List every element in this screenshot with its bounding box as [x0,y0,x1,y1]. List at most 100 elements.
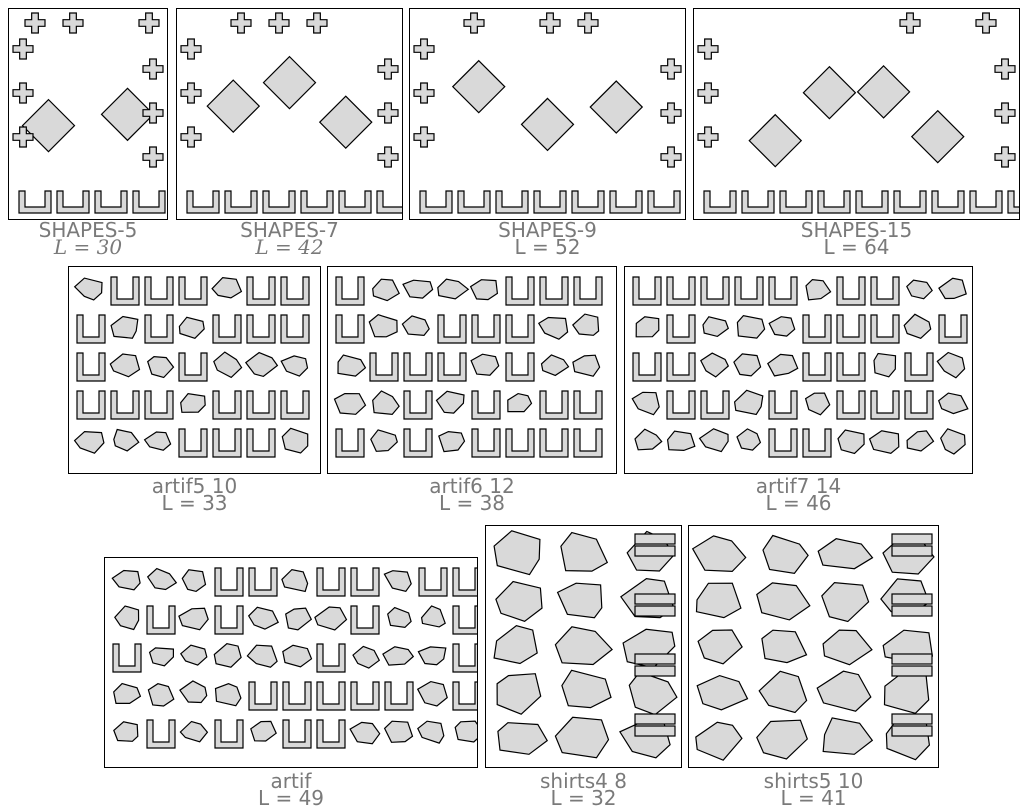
u-piece [837,315,865,343]
caption-length: L = 64 [693,239,1020,256]
polygon-piece [148,684,173,706]
u-piece [506,353,534,381]
diamond-piece [749,115,801,167]
u-piece [420,191,452,213]
packing-panel-artif [104,557,478,768]
u-piece [894,191,926,213]
u-piece [458,191,490,213]
u-piece [667,277,695,305]
u-piece [370,353,398,381]
polygon-piece [701,353,729,377]
strip-piece [892,654,932,664]
polygon-piece [114,430,139,451]
u-piece [701,391,729,419]
cross-piece [661,147,681,167]
cross-piece [378,147,398,167]
strip-piece [635,534,675,544]
u-piece [1008,191,1019,213]
cross-piece [414,83,434,103]
cross-piece [900,13,920,33]
cross-piece [63,13,83,33]
polygon-piece [508,394,532,412]
u-piece [247,277,275,305]
packing-layout-shirts5 [689,526,938,767]
shirt-piece [494,626,537,664]
packing-layout-artif6 [328,267,616,473]
polygon-piece [281,356,307,376]
cross-piece [181,83,201,103]
shirt-piece [823,718,872,754]
u-piece [472,429,500,457]
u-piece [419,568,447,596]
u-piece [213,315,241,343]
shirt-piece [555,627,612,665]
u-piece [574,429,602,457]
strip-piece [635,666,675,676]
polygon-piece [418,721,444,743]
u-piece [77,315,105,343]
u-piece [317,568,345,596]
polygon-piece [246,353,278,377]
caption-length: L = 42 [176,239,403,256]
polygon-piece [181,394,206,413]
cross-piece [414,127,434,147]
u-piece [113,644,141,672]
u-piece [133,191,165,213]
u-piece [351,568,379,596]
polygon-piece [212,278,241,298]
u-piece [667,353,695,381]
polygon-piece [734,354,761,376]
u-piece [147,606,175,634]
u-piece [871,277,899,305]
u-piece [317,720,345,748]
u-piece [506,277,534,305]
u-piece [803,429,831,457]
packing-panel-artif7 [624,266,973,474]
cross-piece [995,103,1015,123]
u-piece [77,391,105,419]
polygon-piece [539,318,568,340]
polygon-piece [335,394,366,415]
shirt-piece [496,582,542,622]
polygon-piece [373,279,400,300]
polygon-piece [668,431,695,450]
polygon-piece [402,316,429,336]
u-piece [147,720,175,748]
packing-layout-artif [105,558,477,767]
polygon-piece [438,279,469,299]
polygon-piece [904,314,931,338]
polygon-piece [437,391,465,413]
polygon-piece [145,432,171,450]
shirt-piece [885,674,929,714]
u-piece [281,391,309,419]
polygon-piece [737,316,764,339]
polygon-piece [371,430,398,451]
u-piece [249,568,277,596]
polygon-piece [806,393,830,415]
u-piece [803,353,831,381]
u-piece [574,277,602,305]
polygon-piece [422,606,446,627]
caption-shapes9: SHAPES-9 L = 52 [409,222,686,256]
strip-piece [635,714,675,724]
polygon-piece [703,317,728,337]
polygon-piece [636,317,659,337]
u-piece [95,191,127,213]
polygon-piece [214,352,242,377]
u-piece [871,391,899,419]
cross-piece [464,13,484,33]
diamond-piece [590,81,642,133]
polygon-piece [148,569,177,590]
cross-piece [231,13,251,33]
packing-layout-shapes15 [694,9,1019,219]
polygon-piece [941,429,965,454]
polygon-piece [635,429,662,450]
strip-piece [892,594,932,604]
caption-length: L = 38 [327,495,617,512]
polygon-piece [700,429,729,452]
cross-piece [307,13,327,33]
u-piece [837,391,865,419]
packing-panel-artif5 [68,266,321,474]
u-piece [769,429,797,457]
cross-piece [661,59,681,79]
